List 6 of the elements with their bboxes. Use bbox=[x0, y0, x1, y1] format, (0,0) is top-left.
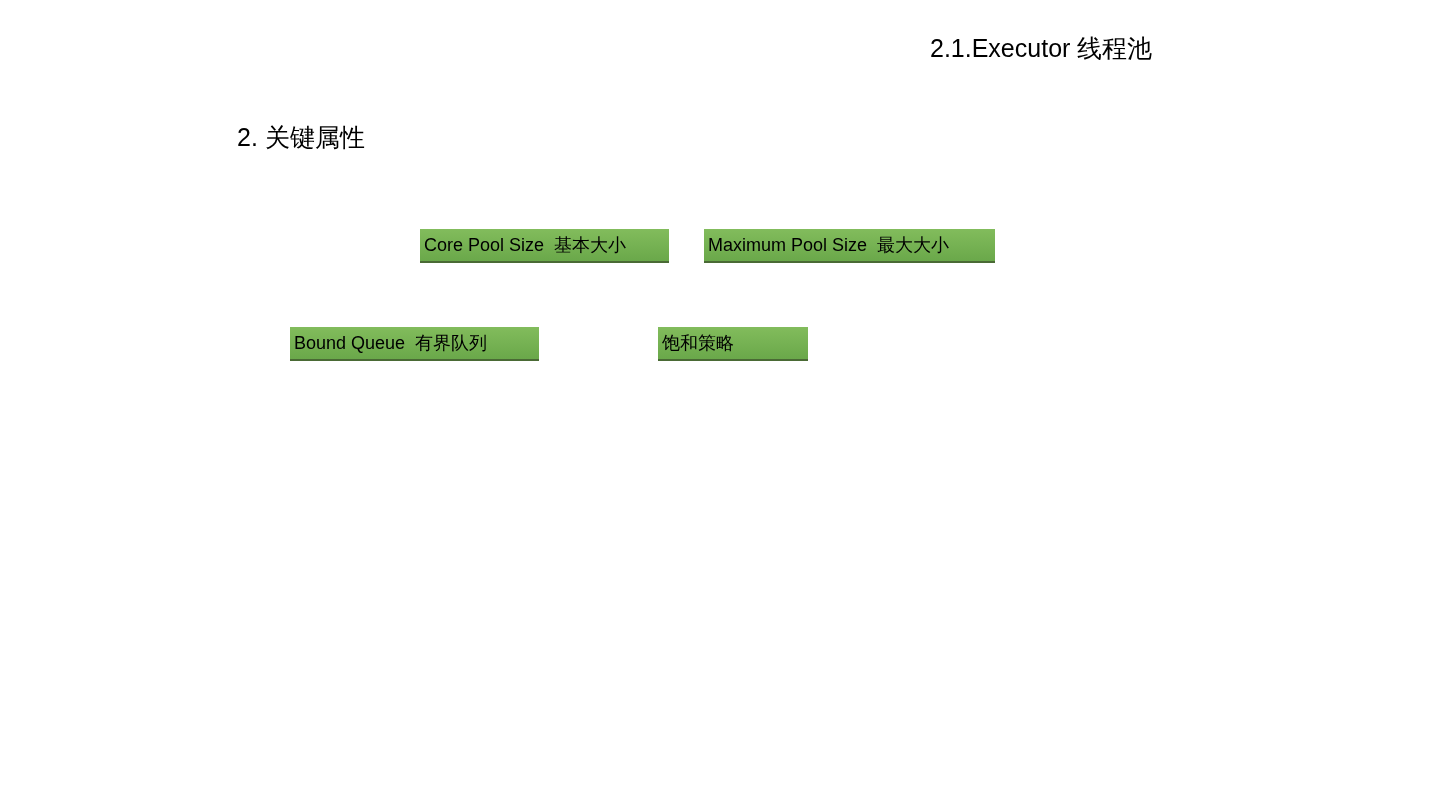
property-box: Core Pool Size 基本大小 bbox=[420, 229, 669, 263]
property-box: 饱和策略 bbox=[658, 327, 808, 361]
section-heading: 2. 关键属性 bbox=[237, 122, 365, 153]
property-box: Bound Queue 有界队列 bbox=[290, 327, 539, 361]
property-box: Maximum Pool Size 最大大小 bbox=[704, 229, 995, 263]
title: 2.1.Executor 线程池 bbox=[930, 33, 1153, 64]
